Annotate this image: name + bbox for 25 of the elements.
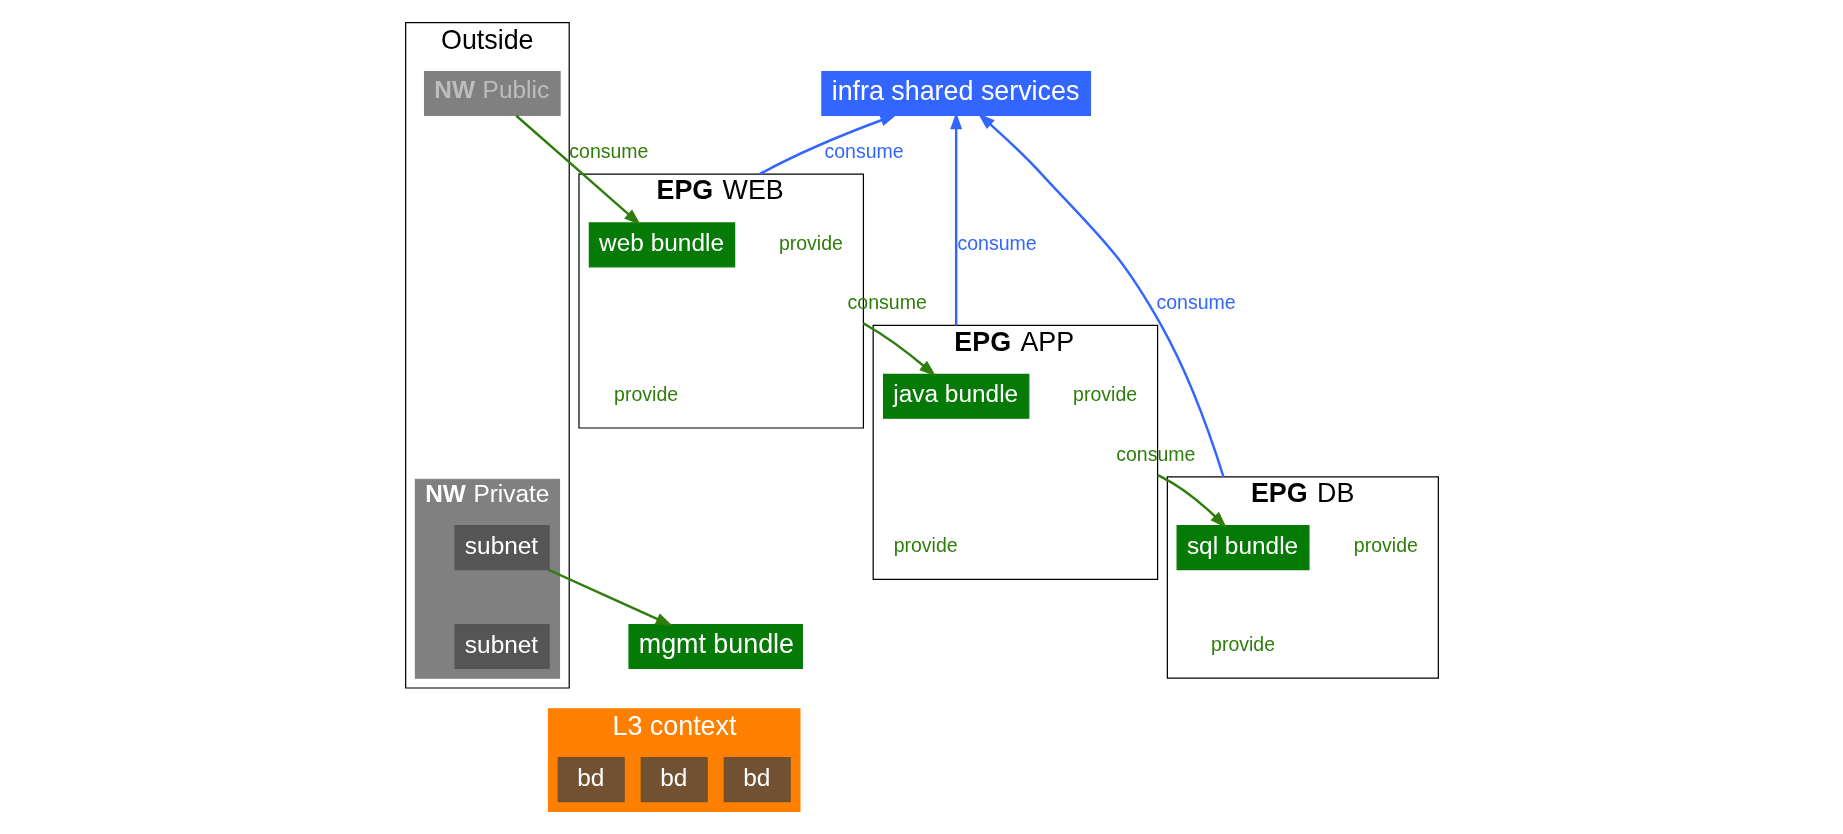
arrow — [758, 114, 897, 176]
node-box: bd — [640, 756, 708, 803]
node-box: sql bundle — [1176, 525, 1310, 571]
node-box: NW Public — [423, 70, 561, 117]
label: provide — [613, 382, 678, 405]
node-box: bd — [557, 756, 625, 803]
edge-label: consume — [956, 231, 1037, 254]
arrow — [514, 114, 641, 226]
node-label: provide — [1353, 534, 1418, 557]
node-label: provide — [1072, 382, 1137, 405]
arrow — [977, 113, 1225, 478]
node-box: bd — [723, 756, 791, 803]
label: provide — [1210, 633, 1275, 656]
node-box: subnet — [453, 623, 550, 670]
label: provide — [893, 534, 958, 557]
node-box: subnet — [453, 525, 550, 571]
edge-label: consume — [823, 139, 904, 162]
node-label: provide — [778, 231, 843, 254]
node-box: infra shared services — [820, 70, 1091, 117]
node-box: mgmt bundle — [627, 623, 803, 670]
arrow — [547, 568, 673, 626]
node-box: web bundle — [588, 222, 735, 268]
edge-label: consume — [568, 139, 648, 162]
node-box: java bundle — [882, 373, 1029, 419]
edge-label: consume — [1155, 291, 1236, 314]
